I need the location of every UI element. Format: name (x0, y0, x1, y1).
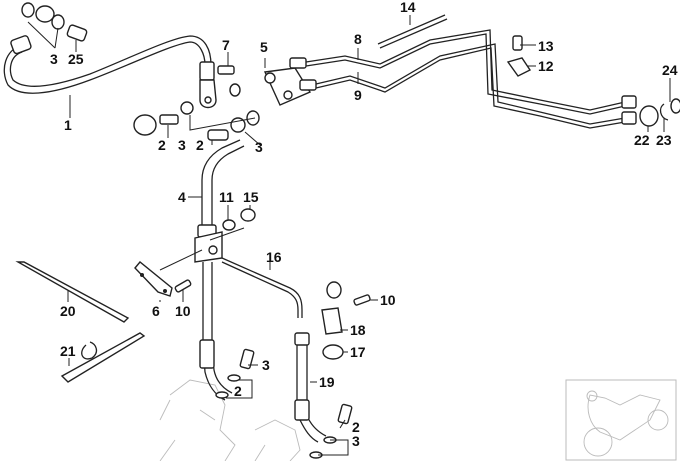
callout-15[interactable]: 15 (243, 189, 259, 205)
callout-2[interactable]: 2 (158, 137, 166, 153)
callout-2[interactable]: 2 (352, 419, 360, 435)
brake-pipes-8-9[interactable] (305, 29, 637, 129)
callout-5[interactable]: 5 (260, 39, 268, 55)
callout-3[interactable]: 3 (262, 357, 270, 373)
caliper-ghost-left (159, 379, 236, 461)
cable-strap-20 (15, 261, 130, 323)
cable-strap-21 (60, 332, 146, 383)
bracket-6 (134, 261, 192, 297)
callout-12[interactable]: 12 (538, 58, 554, 74)
callout-14[interactable]: 14 (400, 0, 416, 15)
callout-3[interactable]: 3 (352, 433, 360, 449)
clamp-18-grommet-17 (321, 281, 371, 360)
callout-20[interactable]: 20 (60, 303, 76, 319)
callout-18[interactable]: 18 (350, 322, 366, 338)
callout-7[interactable]: 7 (222, 37, 230, 53)
pipe-14[interactable] (377, 14, 448, 49)
brake-hose-4[interactable] (194, 139, 245, 263)
callout-3[interactable]: 3 (50, 51, 58, 67)
callout-10[interactable]: 10 (175, 303, 191, 319)
lower-hose-left[interactable] (199, 262, 233, 401)
callout-2[interactable]: 2 (196, 137, 204, 153)
callout-25[interactable]: 25 (68, 51, 84, 67)
washer-11-nut-15 (222, 208, 256, 231)
callout-22[interactable]: 22 (634, 132, 650, 148)
callout-4[interactable]: 4 (178, 189, 186, 205)
motorcycle-thumbnail[interactable] (565, 379, 677, 461)
callout-2[interactable]: 2 (234, 383, 242, 399)
motorcycle-icon (583, 390, 669, 457)
brake-hose-1[interactable] (3, 35, 217, 109)
callout-23[interactable]: 23 (656, 132, 672, 148)
callout-16[interactable]: 16 (266, 249, 282, 265)
callout-labels: 1 2 2 2 2 3 3 3 3 3 4 5 6 7 8 9 10 10 11… (50, 0, 678, 449)
callout-11[interactable]: 11 (219, 189, 234, 205)
callout-3[interactable]: 3 (178, 137, 186, 153)
callout-6[interactable]: 6 (152, 303, 160, 319)
callout-17[interactable]: 17 (350, 344, 366, 360)
callout-19[interactable]: 19 (319, 374, 335, 390)
caliper-ghost-right (254, 419, 301, 461)
callout-9[interactable]: 9 (354, 87, 362, 103)
banjo-fittings-topleft (21, 2, 88, 42)
leader-lines (27, 15, 671, 456)
callout-10[interactable]: 10 (380, 292, 396, 308)
callout-13[interactable]: 13 (538, 38, 554, 54)
banjo-bolts-bottom (215, 348, 353, 459)
callout-21[interactable]: 21 (60, 343, 76, 359)
brake-hose-19[interactable] (294, 332, 327, 443)
grommet-22-23-24 (639, 98, 680, 127)
callout-24[interactable]: 24 (662, 62, 678, 78)
pipe-16[interactable] (221, 257, 303, 318)
callout-3[interactable]: 3 (255, 139, 263, 155)
distributor-block-5[interactable] (263, 57, 317, 106)
clip-12-screw-13 (506, 35, 532, 77)
mid-fittings (133, 65, 260, 141)
callout-1[interactable]: 1 (64, 117, 72, 133)
callout-8[interactable]: 8 (354, 31, 362, 47)
